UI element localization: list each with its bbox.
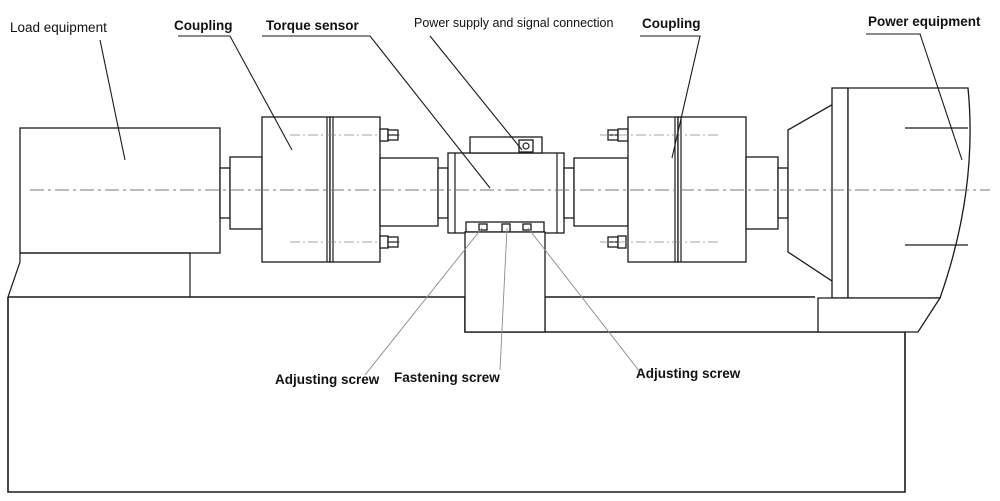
label-fastening-screw: Fastening screw	[394, 370, 500, 385]
leader-lines	[99, 33, 963, 189]
label-coupling-right: Coupling	[642, 16, 700, 31]
left-shaft	[229, 156, 263, 230]
sensor-support	[464, 231, 546, 333]
hex-bolt-icon	[379, 128, 399, 142]
label-torque-sensor: Torque sensor	[266, 18, 360, 33]
torque-sensor	[447, 136, 565, 234]
left-sensor-shaft	[379, 157, 449, 227]
power-equipment	[787, 87, 971, 333]
right-sensor-shaft	[563, 157, 629, 227]
right-coupling	[600, 116, 747, 263]
signal-connector-icon	[518, 139, 534, 153]
hex-bolt-icon	[379, 235, 399, 249]
right-shaft	[745, 156, 789, 230]
load-equipment	[7, 127, 231, 298]
label-adjusting-screw-left: Adjusting screw	[275, 372, 380, 387]
base-bed	[7, 296, 906, 493]
label-adjusting-screw-right: Adjusting screw	[636, 366, 741, 381]
label-load-equipment: Load equipment	[10, 20, 107, 35]
label-power-supply: Power supply and signal connection	[414, 16, 613, 30]
screw-leader-lines	[364, 227, 641, 376]
label-power-equipment: Power equipment	[868, 14, 981, 29]
label-coupling-left: Coupling	[174, 18, 232, 33]
left-coupling	[261, 116, 400, 263]
